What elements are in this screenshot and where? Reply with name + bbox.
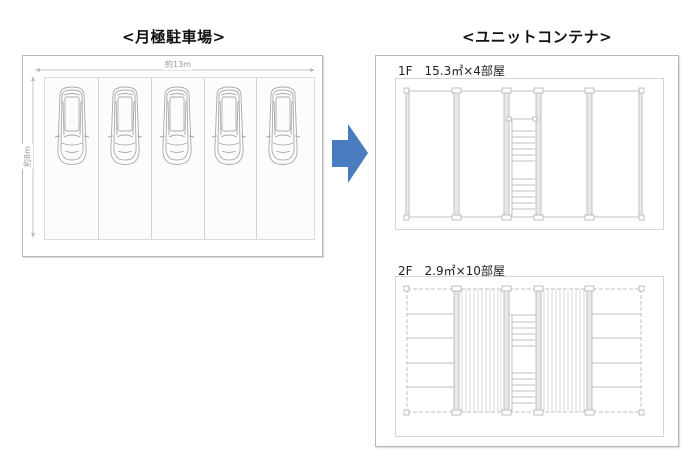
floor-2-plan-box — [395, 276, 664, 437]
space-divider — [98, 78, 99, 239]
car-icon — [265, 86, 301, 165]
parking-lot-frame: 約13m 約8m — [21, 55, 323, 257]
dimension-arrows — [31, 68, 315, 238]
floor-1-plan — [403, 87, 645, 221]
space-divider — [256, 78, 257, 239]
floor-1-label: 1F 15.3㎡×4部屋 — [398, 64, 505, 78]
car-icon — [107, 86, 143, 165]
unit-container-title: <ユニットコンテナ> — [462, 28, 613, 46]
unit-container-frame: 1F 15.3㎡×4部屋 — [375, 55, 679, 447]
floor-2-plan — [403, 285, 645, 416]
width-dimension-label: 約13m — [163, 59, 193, 70]
depth-dimension-label: 約8m — [21, 144, 33, 169]
cars-drawing — [54, 86, 301, 165]
right-arrow-icon — [332, 124, 368, 183]
space-divider — [151, 78, 152, 239]
floor-1-plan-box — [395, 78, 664, 230]
space-divider — [204, 78, 205, 239]
parking-lot-title: <月極駐車場> — [122, 28, 226, 46]
car-icon — [159, 86, 195, 165]
car-icon — [54, 86, 90, 165]
floor-2-label: 2F 2.9㎡×10部屋 — [398, 264, 505, 278]
parking-spaces — [44, 77, 315, 240]
car-icon — [211, 86, 247, 165]
